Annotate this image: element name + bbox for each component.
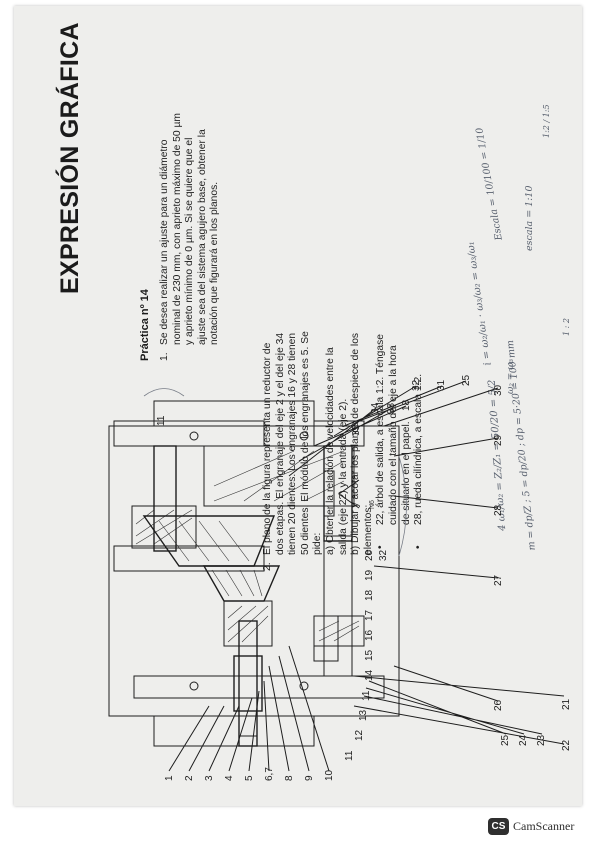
intermediate-shaft-34 bbox=[153, 445, 177, 552]
output-shaft-extension bbox=[323, 535, 353, 677]
pencil-annotation bbox=[143, 388, 185, 397]
handwritten-scale-calc: Escala = 10/100 = 1/10 bbox=[474, 126, 505, 242]
bolt-hole bbox=[299, 431, 309, 441]
part-label: 18 bbox=[401, 399, 412, 411]
handwritten-fraction: 1:2 / 1:5 bbox=[542, 104, 551, 138]
exercise-1: 1. Se desea realizar un ajuste para un d… bbox=[159, 111, 222, 361]
part-label: 14 bbox=[364, 669, 375, 681]
part-label: 11 bbox=[156, 415, 167, 426]
part-label: 18 bbox=[364, 589, 375, 601]
part-label: 24 bbox=[518, 734, 529, 746]
input-shaft-keyway bbox=[239, 715, 257, 737]
part-label: 16 bbox=[364, 629, 375, 641]
housing-flange-left bbox=[153, 716, 315, 747]
bevel-wheel-hatch bbox=[158, 520, 250, 562]
part-label: 1 bbox=[164, 775, 175, 781]
bevel-pinion-hatch bbox=[211, 569, 263, 597]
bevel-wheel-16 bbox=[142, 515, 276, 567]
part-label: 32 bbox=[411, 379, 422, 391]
surface-finish-label: N6 bbox=[369, 500, 376, 509]
bevel-pinion-2 bbox=[202, 565, 281, 602]
camscanner-label: CamScanner bbox=[513, 819, 575, 833]
handwritten-small-note: 1 : 2 bbox=[562, 318, 571, 336]
output-key bbox=[313, 615, 339, 662]
output-bearing-hatch bbox=[318, 620, 360, 642]
bolt-hole bbox=[189, 431, 199, 441]
part-label: 32 bbox=[378, 549, 389, 561]
exercise-1-text: Se desea realizar un ajuste para un diám… bbox=[159, 112, 221, 345]
output-gear-28 bbox=[203, 445, 355, 507]
part-label: 17 bbox=[364, 609, 375, 621]
part-label: 28 bbox=[493, 504, 504, 516]
output-shaft-22 bbox=[323, 445, 353, 542]
output-bearing-right bbox=[313, 420, 365, 447]
reducer-drawing: N6 1 2 3 4 5 6,7 8 9 10 11 12 13 11 14 1… bbox=[108, 374, 572, 781]
part-label: 26 bbox=[493, 699, 504, 711]
part-label: 15 bbox=[364, 649, 375, 661]
part-label: 35 bbox=[351, 424, 362, 436]
part-label: 2 bbox=[184, 775, 195, 781]
part-labels-bottom: 1 2 3 4 5 6,7 8 9 10 11 12 13 11 14 15 1… bbox=[164, 549, 389, 781]
part-label: 5 bbox=[244, 775, 255, 781]
bolt-hole bbox=[189, 681, 199, 691]
pinion-34-hatch bbox=[135, 509, 193, 545]
part-label: 11 bbox=[344, 750, 355, 761]
part-label: 29 bbox=[493, 434, 504, 446]
part-label: 31 bbox=[436, 379, 447, 391]
part-label: 30 bbox=[493, 384, 504, 396]
intermediate-bearing-right bbox=[113, 420, 265, 447]
part-label: 3 bbox=[204, 775, 215, 781]
part-label: 11 bbox=[361, 690, 372, 701]
part-label: 12 bbox=[354, 729, 365, 741]
housing-flange-right bbox=[153, 400, 315, 426]
part-label: 20 bbox=[364, 549, 375, 561]
bolt-hole bbox=[299, 681, 309, 691]
pencil-annotation bbox=[398, 455, 407, 557]
leader-lines-bottom bbox=[168, 645, 330, 772]
camscanner-logo-icon: CS bbox=[488, 818, 509, 835]
handwritten-ratio: i = ω₂/ω₁ · ω₃/ω₂ = ω₃/ω₁ bbox=[465, 240, 494, 367]
part-label: 22 bbox=[561, 739, 572, 751]
scanned-page: EXPRESIÓN GRÁFICA Práctica nº 14 1. Se d… bbox=[14, 6, 582, 806]
part-label: 9 bbox=[304, 775, 315, 781]
part-label: 13 bbox=[358, 709, 369, 721]
output-gear-28-hatch bbox=[213, 450, 345, 502]
input-shaft-2 bbox=[238, 620, 258, 747]
part-label: 25 bbox=[500, 734, 511, 746]
part-label: 8 bbox=[284, 775, 295, 781]
part-label: 25 bbox=[461, 374, 472, 386]
part-label: 27 bbox=[493, 574, 504, 586]
part-label: 6,7 bbox=[264, 767, 275, 781]
part-label: 10 bbox=[324, 769, 335, 781]
handwritten-scale-result: escala = 1:10 bbox=[524, 185, 535, 251]
intermediate-bearing-left bbox=[113, 545, 265, 572]
exercise-1-number: 1. bbox=[159, 352, 170, 361]
rotated-sheet: EXPRESIÓN GRÁFICA Práctica nº 14 1. Se d… bbox=[14, 6, 582, 806]
page-title: EXPRESIÓN GRÁFICA bbox=[56, 22, 84, 294]
leader-lines-top bbox=[288, 380, 565, 745]
part-label: 4 bbox=[224, 775, 235, 781]
practice-heading: Práctica nº 14 bbox=[139, 289, 151, 361]
output-shaft-keyway bbox=[323, 470, 335, 517]
input-bearing-hatch bbox=[227, 605, 269, 643]
part-label: 19 bbox=[364, 569, 375, 581]
part-label: 21 bbox=[561, 698, 572, 710]
pinion-34 bbox=[131, 505, 197, 549]
surface-finish-symbol bbox=[338, 479, 360, 509]
